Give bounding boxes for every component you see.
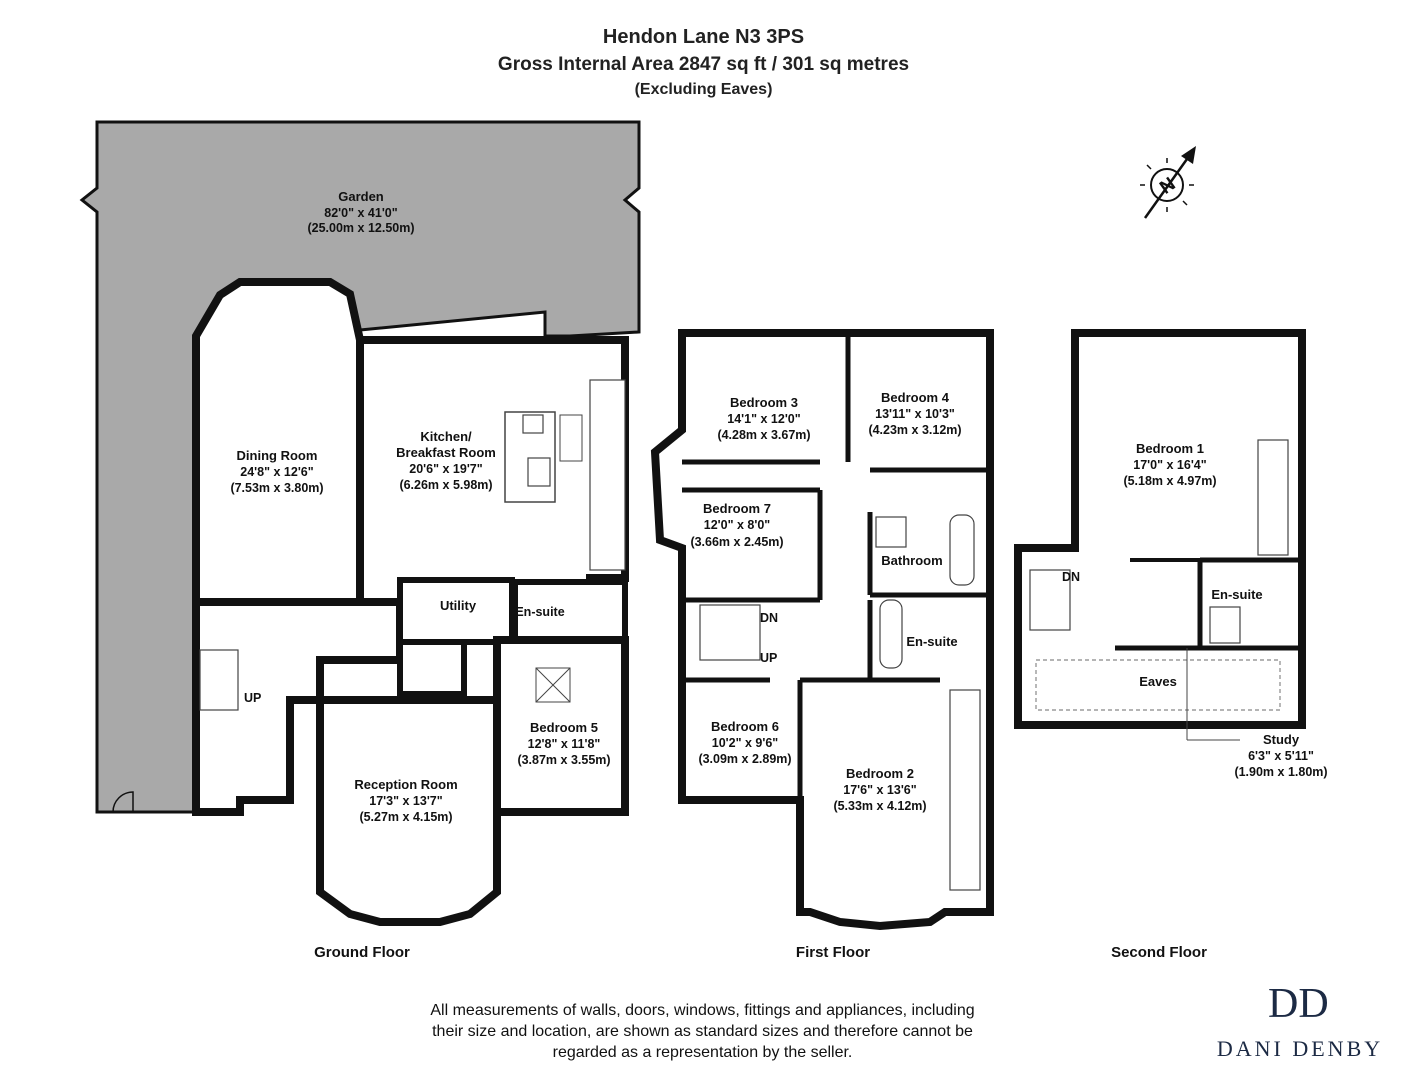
bedroom5-metric: (3.87m x 3.55m) <box>517 753 610 767</box>
compass-icon: N <box>1140 146 1196 219</box>
dining-room-label: Dining Room <box>237 448 318 463</box>
brand-monogram: DD <box>1268 981 1329 1027</box>
kitchen-metric: (6.26m x 5.98m) <box>399 478 492 492</box>
bedroom7-imperial: 12'0" x 8'0" <box>704 518 771 532</box>
study-metric: (1.90m x 1.80m) <box>1234 765 1327 779</box>
kitchen-counter <box>589 379 626 571</box>
stair-up-label: UP <box>760 651 777 665</box>
second-floor-staircase <box>1029 569 1071 631</box>
second-floor-title: Second Floor <box>1111 944 1207 961</box>
kitchen-sink-icon <box>522 414 544 434</box>
bedroom7-metric: (3.66m x 2.45m) <box>690 535 783 549</box>
kitchen-imperial: 20'6" x 19'7" <box>409 462 482 476</box>
study-label: Study <box>1263 732 1300 747</box>
ground-ensuite-walls <box>512 579 628 643</box>
reception-room-walls <box>316 696 501 926</box>
bedroom6-label: Bedroom 6 <box>711 719 779 734</box>
first-ensuite-label: En-suite <box>906 634 957 649</box>
dining-room-walls <box>192 278 364 606</box>
bedroom7-label: Bedroom 7 <box>703 501 771 516</box>
eaves-label: Eaves <box>1139 674 1177 689</box>
bedroom2-metric: (5.33m x 4.12m) <box>833 799 926 813</box>
second-ensuite-label: En-suite <box>1211 587 1262 602</box>
bedroom3-imperial: 14'1" x 12'0" <box>727 412 800 426</box>
kitchen-label-line1: Kitchen/ <box>420 429 472 444</box>
kitchen-label-line2: Breakfast Room <box>396 445 496 460</box>
bedroom5-label: Bedroom 5 <box>530 720 598 735</box>
second-floor-plan: DN <box>1014 329 1306 741</box>
bedroom6-metric: (3.09m x 2.89m) <box>698 752 791 766</box>
bedroom5-imperial: 12'8" x 11'8" <box>528 737 601 751</box>
stair-up-label: UP <box>244 691 261 705</box>
skylight-icon <box>559 414 583 462</box>
kitchen-hob-icon <box>527 457 551 487</box>
ground-staircase <box>199 649 239 711</box>
brand-logo: DD DANI DENBY <box>1210 980 1390 1061</box>
first-floor-outline <box>650 329 994 931</box>
dining-room-metric: (7.53m x 3.80m) <box>230 481 323 495</box>
skylight-cross <box>535 667 571 703</box>
bedroom1-imperial: 17'0" x 16'4" <box>1133 458 1206 472</box>
bedroom2-label: Bedroom 2 <box>846 766 914 781</box>
bathroom-label: Bathroom <box>881 553 942 568</box>
disclaimer-line: their size and location, are shown as st… <box>432 1023 973 1040</box>
gross-internal-area: Gross Internal Area 2847 sq ft / 301 sq … <box>497 54 910 75</box>
bedroom3-label: Bedroom 3 <box>730 395 798 410</box>
ground-floor-plan: UP <box>79 120 641 926</box>
garden-label: Garden <box>338 189 384 204</box>
front-door-icon <box>112 791 134 813</box>
utility-label: Utility <box>440 598 477 613</box>
bedroom1-label: Bedroom 1 <box>1136 441 1204 456</box>
bath-icon <box>879 599 903 669</box>
disclaimer-line: regarded as a representation by the sell… <box>552 1044 853 1061</box>
first-floor-title: First Floor <box>796 944 870 961</box>
shower-icon <box>875 516 907 548</box>
disclaimer-line: All measurements of walls, doors, window… <box>430 1002 975 1019</box>
wardrobe-icon <box>1257 439 1289 556</box>
eaves-area <box>1035 659 1281 711</box>
bedroom4-metric: (4.23m x 3.12m) <box>868 423 961 437</box>
garden-imperial: 82'0" x 41'0" <box>324 206 397 220</box>
ground-ensuite-label: En-suite <box>515 605 564 619</box>
bedroom3-metric: (4.28m x 3.67m) <box>717 428 810 442</box>
reception-room-imperial: 17'3" x 13'7" <box>369 794 442 808</box>
disclaimer: All measurements of walls, doors, window… <box>395 1000 1010 1063</box>
ground-floor-title: Ground Floor <box>314 944 410 961</box>
garden-metric: (25.00m x 12.50m) <box>307 221 414 235</box>
first-floor-staircase <box>699 604 761 661</box>
dining-room-imperial: 24'8" x 12'6" <box>240 465 313 479</box>
first-floor-plan: DN UP <box>650 329 994 931</box>
excluding-eaves-note: (Excluding Eaves) <box>634 81 773 98</box>
hallway-walls <box>192 598 404 816</box>
wc-walls <box>397 639 467 697</box>
plan-address-title: Hendon Lane N3 3PS <box>602 26 805 48</box>
bedroom4-label: Bedroom 4 <box>881 390 950 405</box>
utility-walls <box>397 577 515 645</box>
bedroom6-imperial: 10'2" x 9'6" <box>712 736 779 750</box>
wardrobe-icon <box>949 689 981 891</box>
bedroom4-imperial: 13'11" x 10'3" <box>875 407 955 421</box>
bedroom2-imperial: 17'6" x 13'6" <box>843 783 916 797</box>
stair-dn-label: DN <box>760 611 778 625</box>
shower-icon <box>1209 606 1241 644</box>
study-imperial: 6'3" x 5'11" <box>1248 749 1314 763</box>
bedroom1-metric: (5.18m x 4.97m) <box>1123 474 1216 488</box>
brand-name: DANI DENBY <box>1216 1036 1384 1061</box>
reception-room-label: Reception Room <box>354 777 457 792</box>
stair-dn-label: DN <box>1062 570 1080 584</box>
bath-icon <box>949 514 975 586</box>
reception-room-metric: (5.27m x 4.15m) <box>359 810 452 824</box>
